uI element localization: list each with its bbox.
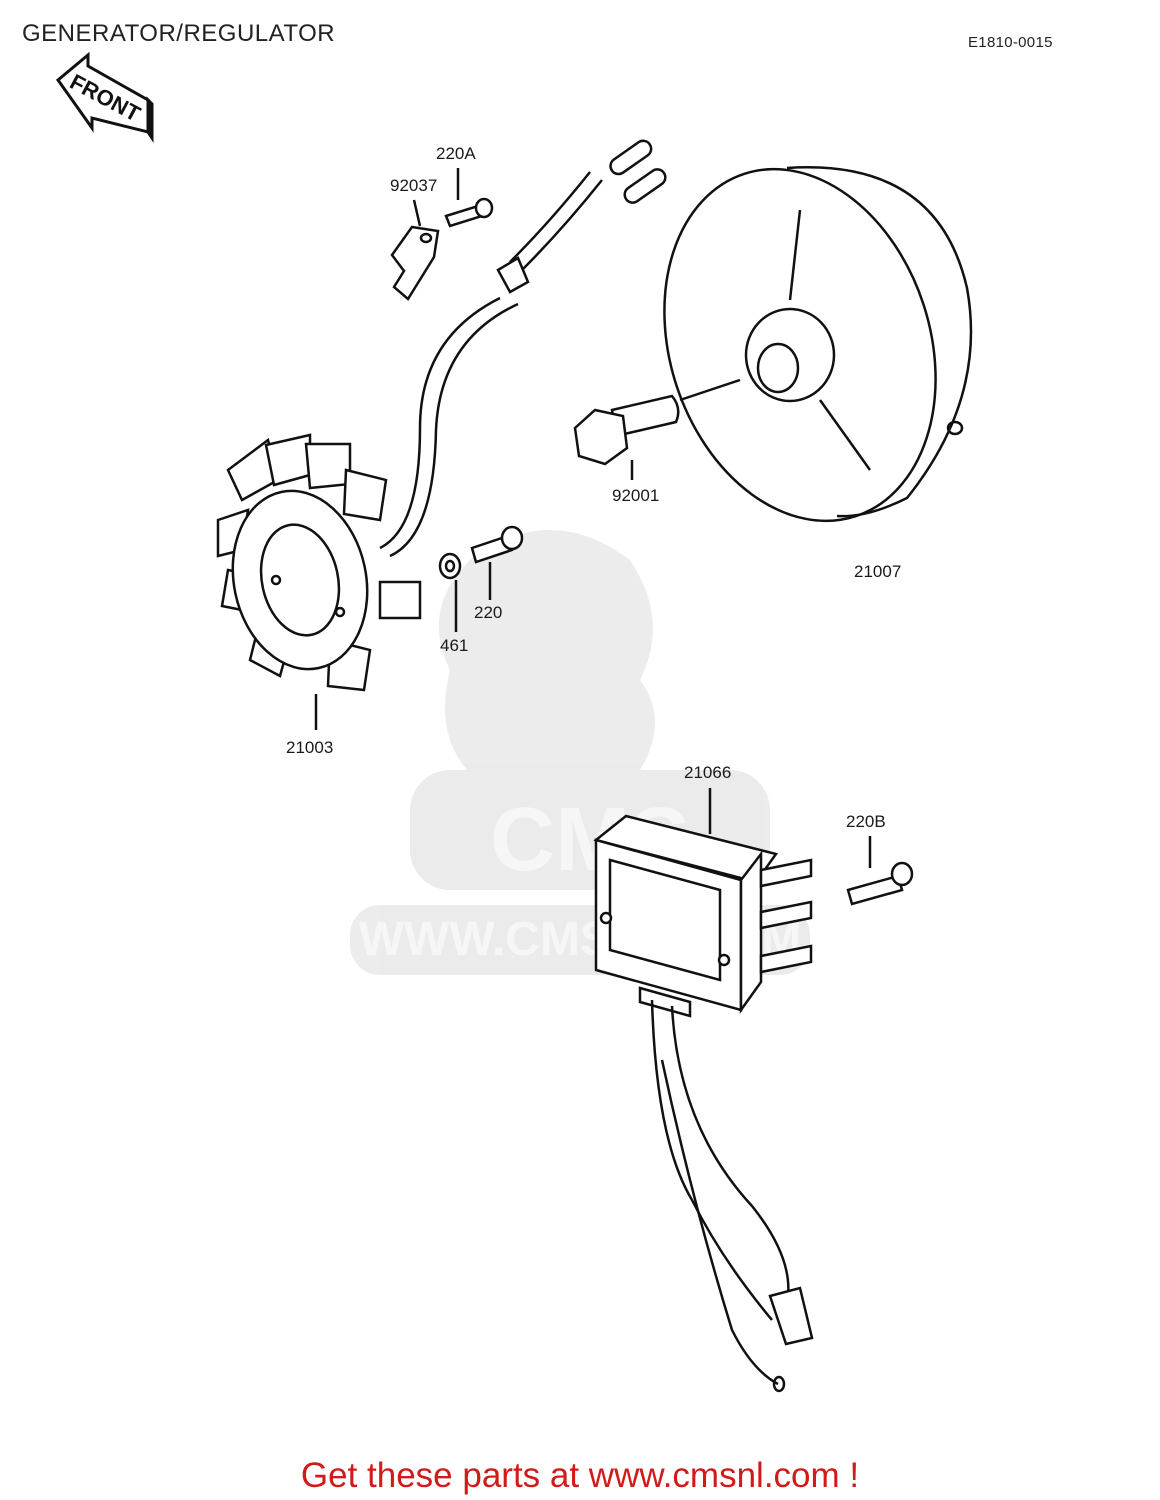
screw-220 [470,525,524,600]
stator-21003 [216,433,422,730]
page-title: GENERATOR/REGULATOR [22,20,336,47]
screw-220A [412,168,494,228]
bolt-92001 [573,394,680,480]
part-label-461[interactable]: 461 [440,636,469,655]
part-label-92037[interactable]: 92037 [390,176,438,195]
part-label-220A[interactable]: 220A [436,144,476,163]
washer-461 [438,552,462,632]
rotor-21007 [663,166,973,523]
part-label-21003[interactable]: 21003 [286,738,334,757]
regulator-harness [650,999,814,1393]
diagram-code: E1810-0015 [968,34,1053,51]
part-label-220B[interactable]: 220B [846,812,886,831]
part-label-92001[interactable]: 92001 [612,486,660,505]
front-arrow: FRONT [55,51,154,143]
part-label-220[interactable]: 220 [474,603,503,622]
clamp-92037 [390,225,440,301]
part-label-21007[interactable]: 21007 [854,562,902,581]
screw-220B [846,836,914,906]
regulator-21066 [593,788,813,1018]
part-label-21066[interactable]: 21066 [684,763,732,782]
stator-harness [379,139,667,558]
footer-parts-link[interactable]: Get these parts at www.cmsnl.com ! [300,1456,860,1495]
